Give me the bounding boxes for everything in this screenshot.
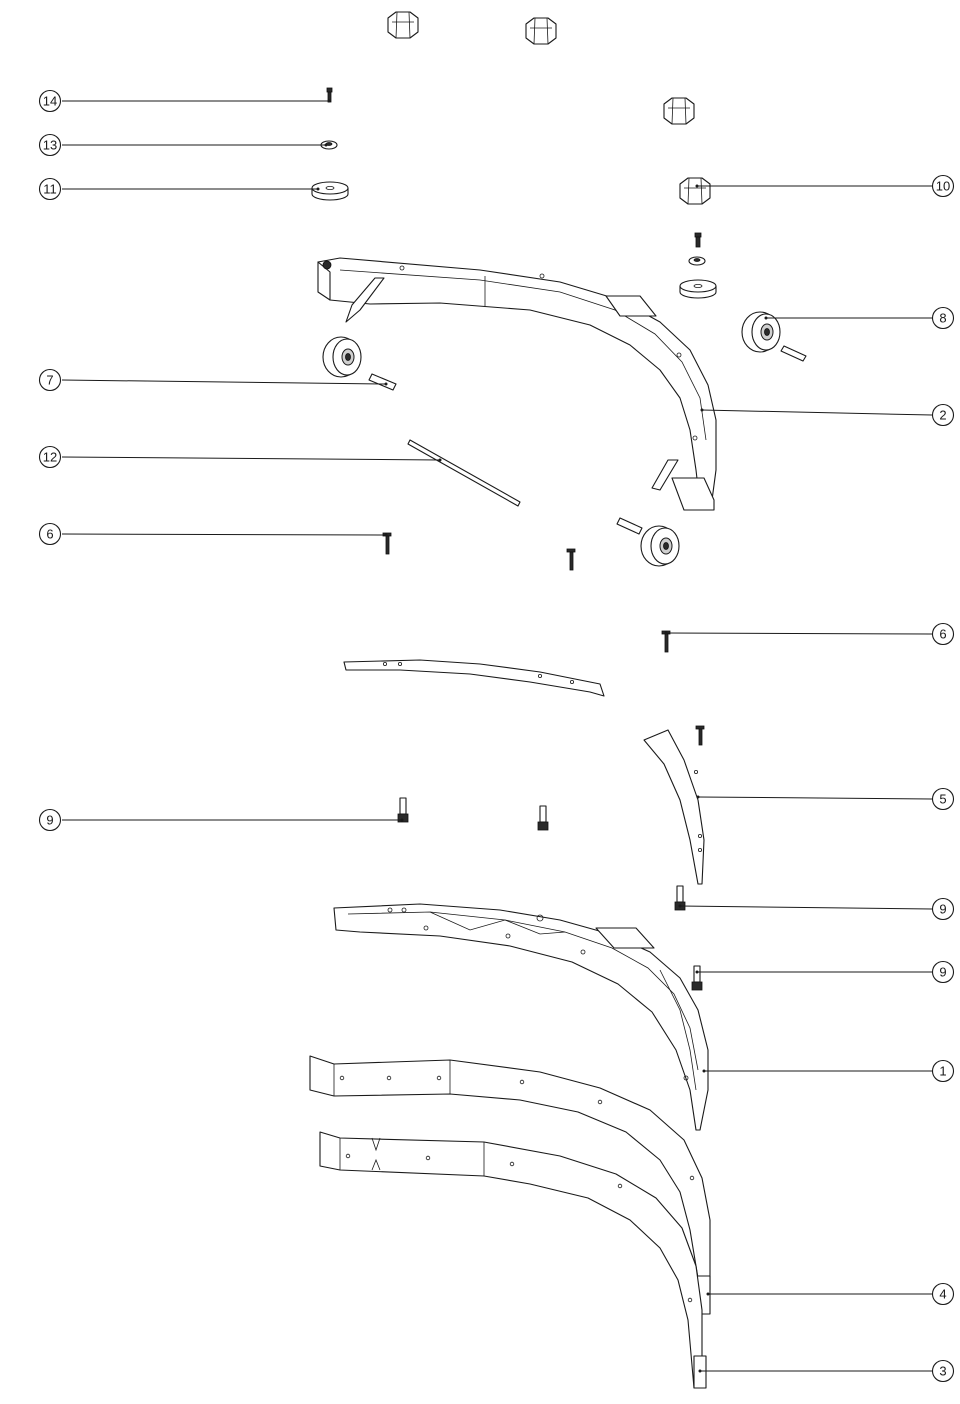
callout-5: 5 xyxy=(931,787,955,811)
callout-9-right-a: 9 xyxy=(931,897,955,921)
axle-pin-part-7 xyxy=(368,373,397,391)
axle-pin-right xyxy=(780,345,807,362)
squeegee-blade-part-3 xyxy=(319,1131,707,1389)
callout-4: 4 xyxy=(931,1282,955,1306)
washer-part-11 xyxy=(311,181,349,201)
bolt-part-9-right-b xyxy=(691,965,703,991)
lower-frame-part-1 xyxy=(333,903,709,1131)
wheel-bottom xyxy=(640,525,680,567)
callout-11: 11 xyxy=(38,177,62,201)
screw-plate-right xyxy=(695,725,705,746)
bolt-part-9-center xyxy=(537,805,549,831)
screw-right-stack xyxy=(694,232,702,248)
washer-right-large xyxy=(679,279,717,299)
leader-lines xyxy=(61,100,933,1372)
callout-label: 10 xyxy=(936,179,950,194)
callout-12: 12 xyxy=(38,445,62,469)
rod-part-12 xyxy=(407,439,521,507)
callout-9-right-b: 9 xyxy=(931,960,955,984)
callout-label: 11 xyxy=(43,182,57,197)
curved-plate-part-5 xyxy=(643,729,705,885)
callout-label: 14 xyxy=(43,94,57,109)
knob-part-10 xyxy=(679,177,711,205)
wheel-part-8 xyxy=(741,311,781,353)
upper-frame-part-2 xyxy=(317,257,717,511)
callout-7: 7 xyxy=(38,368,62,392)
callout-1: 1 xyxy=(931,1059,955,1083)
axle-pin-bottom xyxy=(616,517,643,535)
callout-label: 2 xyxy=(939,408,946,423)
curved-plate-center xyxy=(343,659,605,697)
screw-part-6-center xyxy=(566,548,576,571)
callout-10: 10 xyxy=(931,174,955,198)
callout-label: 5 xyxy=(939,792,946,807)
callout-label: 9 xyxy=(939,902,946,917)
callout-label: 13 xyxy=(43,138,57,153)
callout-label: 9 xyxy=(939,965,946,980)
callout-label: 7 xyxy=(46,373,53,388)
callout-6-right: 6 xyxy=(931,622,955,646)
callout-label: 9 xyxy=(46,813,53,828)
callout-label: 6 xyxy=(46,527,53,542)
knob-top-left xyxy=(387,11,419,39)
callout-13: 13 xyxy=(38,133,62,157)
callout-14: 14 xyxy=(38,89,62,113)
screw-part-6-left xyxy=(382,532,392,555)
callout-9-left: 9 xyxy=(38,808,62,832)
callout-label: 4 xyxy=(939,1287,946,1302)
wheel-left xyxy=(322,336,362,378)
callout-2: 2 xyxy=(931,403,955,427)
callout-label: 8 xyxy=(939,311,946,326)
callout-label: 3 xyxy=(939,1364,946,1379)
callout-label: 12 xyxy=(43,450,57,465)
callout-8: 8 xyxy=(931,306,955,330)
callout-label: 6 xyxy=(939,627,946,642)
knob-right xyxy=(663,97,695,125)
knob-top-center xyxy=(525,17,557,45)
callout-6-left: 6 xyxy=(38,522,62,546)
washer-right-small xyxy=(688,256,706,266)
bolt-part-9-left xyxy=(397,797,409,823)
callout-label: 1 xyxy=(939,1064,946,1079)
squeegee-blade-part-4 xyxy=(309,1055,711,1315)
leader-dots xyxy=(316,99,768,1373)
callout-3: 3 xyxy=(931,1359,955,1383)
